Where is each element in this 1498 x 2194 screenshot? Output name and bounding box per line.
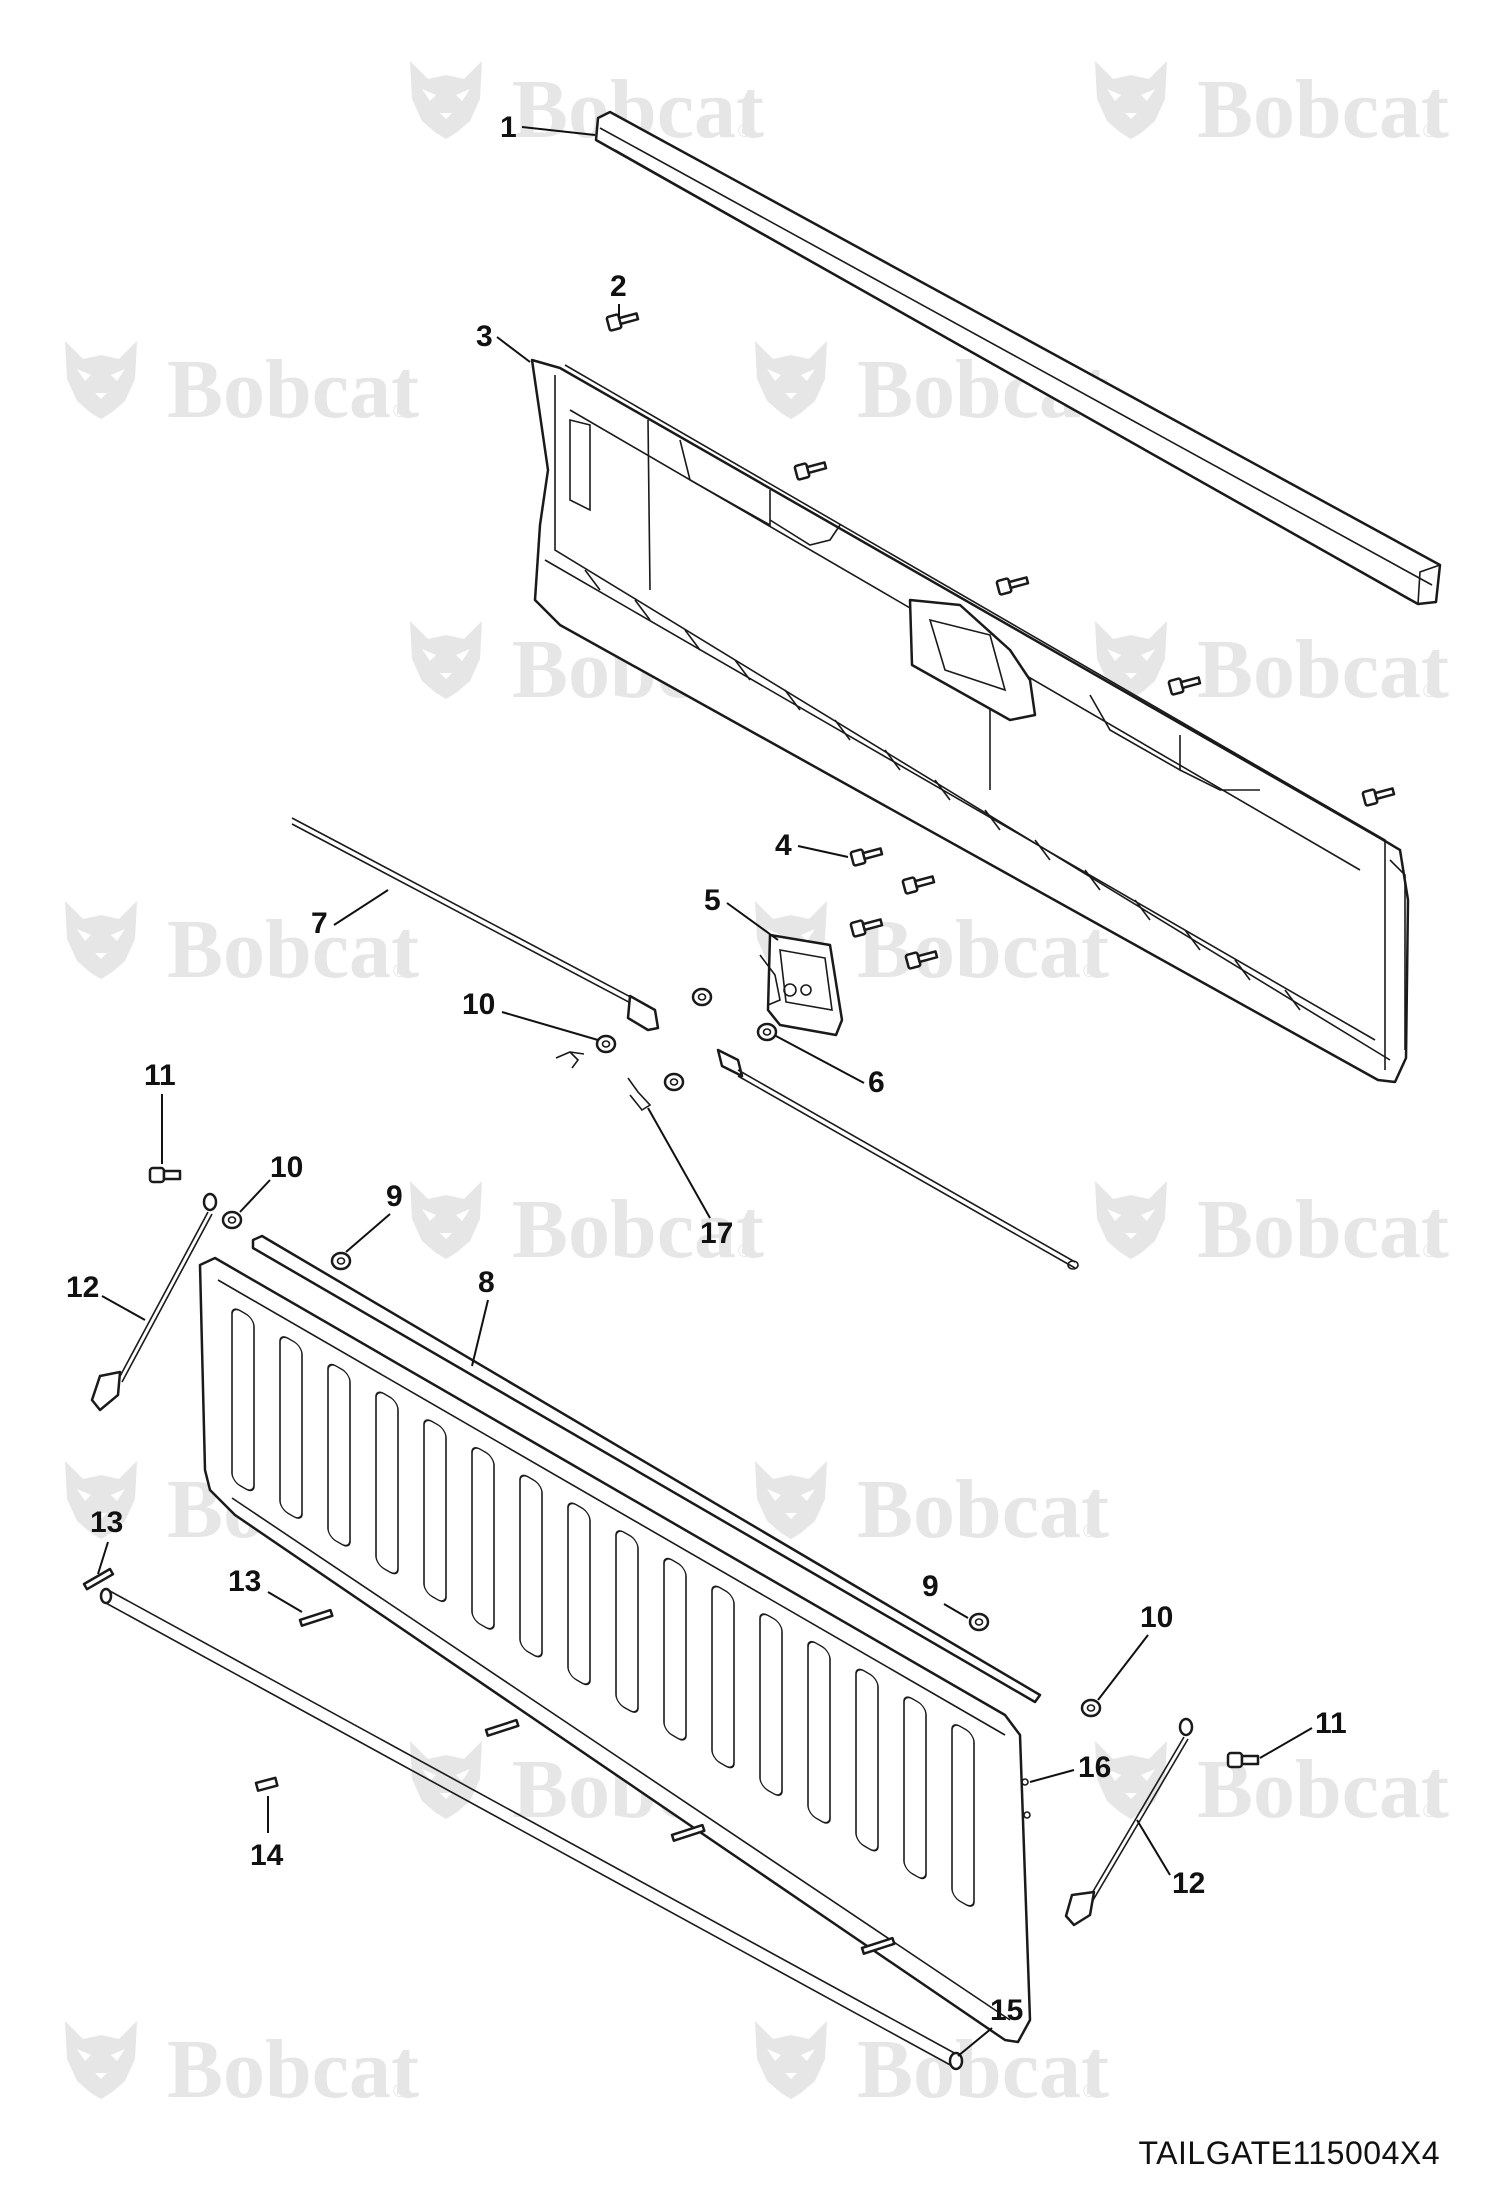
bobcat-watermark: Bobcat ®	[410, 61, 764, 156]
svg-text:6: 6	[868, 1066, 885, 1099]
svg-text:®: ®	[1423, 1241, 1436, 1261]
svg-text:®: ®	[1423, 681, 1436, 701]
callout-5: 5	[704, 884, 779, 941]
callout-2: 2	[610, 270, 627, 318]
svg-text:11: 11	[1315, 1707, 1347, 1740]
bobcat-watermark: Bobcat ®	[65, 2021, 419, 2116]
svg-text:Bobcat: Bobcat	[167, 343, 419, 436]
part-inner-tailgate-panel	[530, 358, 1410, 1084]
svg-text:Bobcat: Bobcat	[857, 903, 1109, 996]
drawing-id-label: TAILGATE115004X4	[1138, 2135, 1440, 2171]
svg-text:®: ®	[738, 121, 751, 141]
callout-13a: 13	[90, 1506, 123, 1575]
bobcat-watermark: Bobcat ®	[1095, 1741, 1449, 1836]
bobcat-watermark: Bobcat ®	[1095, 1181, 1449, 1276]
svg-text:Bobcat: Bobcat	[512, 1183, 764, 1276]
svg-text:Bobcat: Bobcat	[857, 1463, 1109, 1556]
svg-text:2: 2	[610, 270, 627, 303]
svg-text:Bobcat: Bobcat	[857, 2023, 1109, 2116]
part-top-cap	[594, 110, 1442, 606]
svg-text:11: 11	[144, 1059, 176, 1092]
svg-text:Bobcat: Bobcat	[1197, 1183, 1449, 1276]
svg-text:17: 17	[700, 1217, 733, 1250]
svg-text:13: 13	[228, 1565, 261, 1598]
callout-14: 14	[250, 1796, 284, 1872]
callout-8: 8	[471, 1266, 495, 1367]
svg-text:®: ®	[1083, 1521, 1096, 1541]
callout-1: 1	[500, 111, 596, 144]
svg-text:®: ®	[393, 961, 406, 981]
callout-4: 4	[775, 829, 849, 862]
part-outer-tailgate-panel	[198, 1256, 1032, 2044]
bobcat-watermark: Bobcat ®	[755, 2021, 1109, 2116]
part-support-cable-right	[1064, 1717, 1194, 1927]
svg-text:®: ®	[738, 1241, 751, 1261]
svg-text:4: 4	[775, 829, 792, 862]
svg-text:8: 8	[478, 1266, 495, 1299]
svg-text:Bobcat: Bobcat	[1197, 623, 1449, 716]
callout-13b: 13	[228, 1565, 303, 1613]
svg-text:®: ®	[1423, 1801, 1436, 1821]
bobcat-watermark: Bobcat ®	[410, 1181, 764, 1276]
callout-12a: 12	[66, 1271, 146, 1321]
callout-17: 17	[647, 1107, 733, 1250]
callout-11a: 11	[144, 1059, 176, 1164]
callout-12b: 12	[1136, 1819, 1205, 1900]
svg-text:14: 14	[250, 1839, 284, 1872]
svg-text:9: 9	[922, 1570, 939, 1603]
svg-text:®: ®	[1083, 2081, 1096, 2101]
part-handle-latch	[759, 933, 844, 1037]
part-top-trim-strip	[251, 1234, 1042, 1704]
part-bolts	[148, 1166, 1260, 1769]
svg-text:®: ®	[393, 401, 406, 421]
part-hinge-rod	[99, 1587, 964, 2071]
svg-text:15: 15	[990, 1994, 1023, 2027]
svg-text:10: 10	[270, 1151, 303, 1184]
svg-text:12: 12	[1172, 1867, 1205, 1900]
part-clip	[555, 1051, 652, 1112]
part-support-cable-left	[90, 1192, 218, 1412]
part-pins	[82, 1567, 896, 1955]
svg-text:®: ®	[1423, 121, 1436, 141]
svg-text:Bobcat: Bobcat	[167, 903, 419, 996]
part-right-latch-rod	[716, 1048, 1079, 1270]
svg-text:®: ®	[393, 2081, 406, 2101]
callout-16: 16	[1029, 1751, 1111, 1784]
callout-6: 6	[775, 1035, 885, 1099]
svg-text:1: 1	[500, 111, 517, 144]
callout-9b: 9	[922, 1570, 969, 1619]
svg-text:10: 10	[1140, 1601, 1173, 1634]
callout-7: 7	[311, 889, 389, 940]
callout-3: 3	[476, 320, 531, 363]
callout-10c: 10	[1097, 1601, 1173, 1701]
svg-text:Bobcat: Bobcat	[1197, 63, 1449, 156]
bobcat-watermark: Bobcat ®	[755, 1461, 1109, 1556]
callouts: 1 2 3 4 5 6 7 8	[66, 111, 1347, 2057]
svg-text:®: ®	[1083, 961, 1096, 981]
svg-text:10: 10	[462, 988, 495, 1021]
svg-text:7: 7	[311, 907, 328, 940]
bobcat-watermark: Bobcat ®	[755, 901, 1109, 996]
svg-text:5: 5	[704, 884, 721, 917]
svg-text:16: 16	[1078, 1751, 1111, 1784]
callout-10b: 10	[239, 1151, 303, 1213]
part-left-latch-rod	[291, 817, 660, 1032]
callout-10a: 10	[462, 988, 599, 1041]
svg-text:12: 12	[66, 1271, 99, 1304]
callout-15: 15	[957, 1994, 1023, 2057]
bobcat-watermark: Bobcat ®	[1095, 621, 1449, 716]
svg-text:3: 3	[476, 320, 493, 353]
vertical-slots	[231, 1308, 975, 1907]
bobcat-watermark: Bobcat ®	[1095, 61, 1449, 156]
bobcat-watermark: Bobcat ®	[65, 341, 419, 436]
svg-text:13: 13	[90, 1506, 123, 1539]
callout-9a: 9	[345, 1180, 403, 1253]
svg-text:Bobcat: Bobcat	[167, 2023, 419, 2116]
callout-11b: 11	[1259, 1707, 1347, 1759]
bobcat-watermark: Bobcat ®	[65, 901, 419, 996]
svg-text:9: 9	[386, 1180, 403, 1213]
